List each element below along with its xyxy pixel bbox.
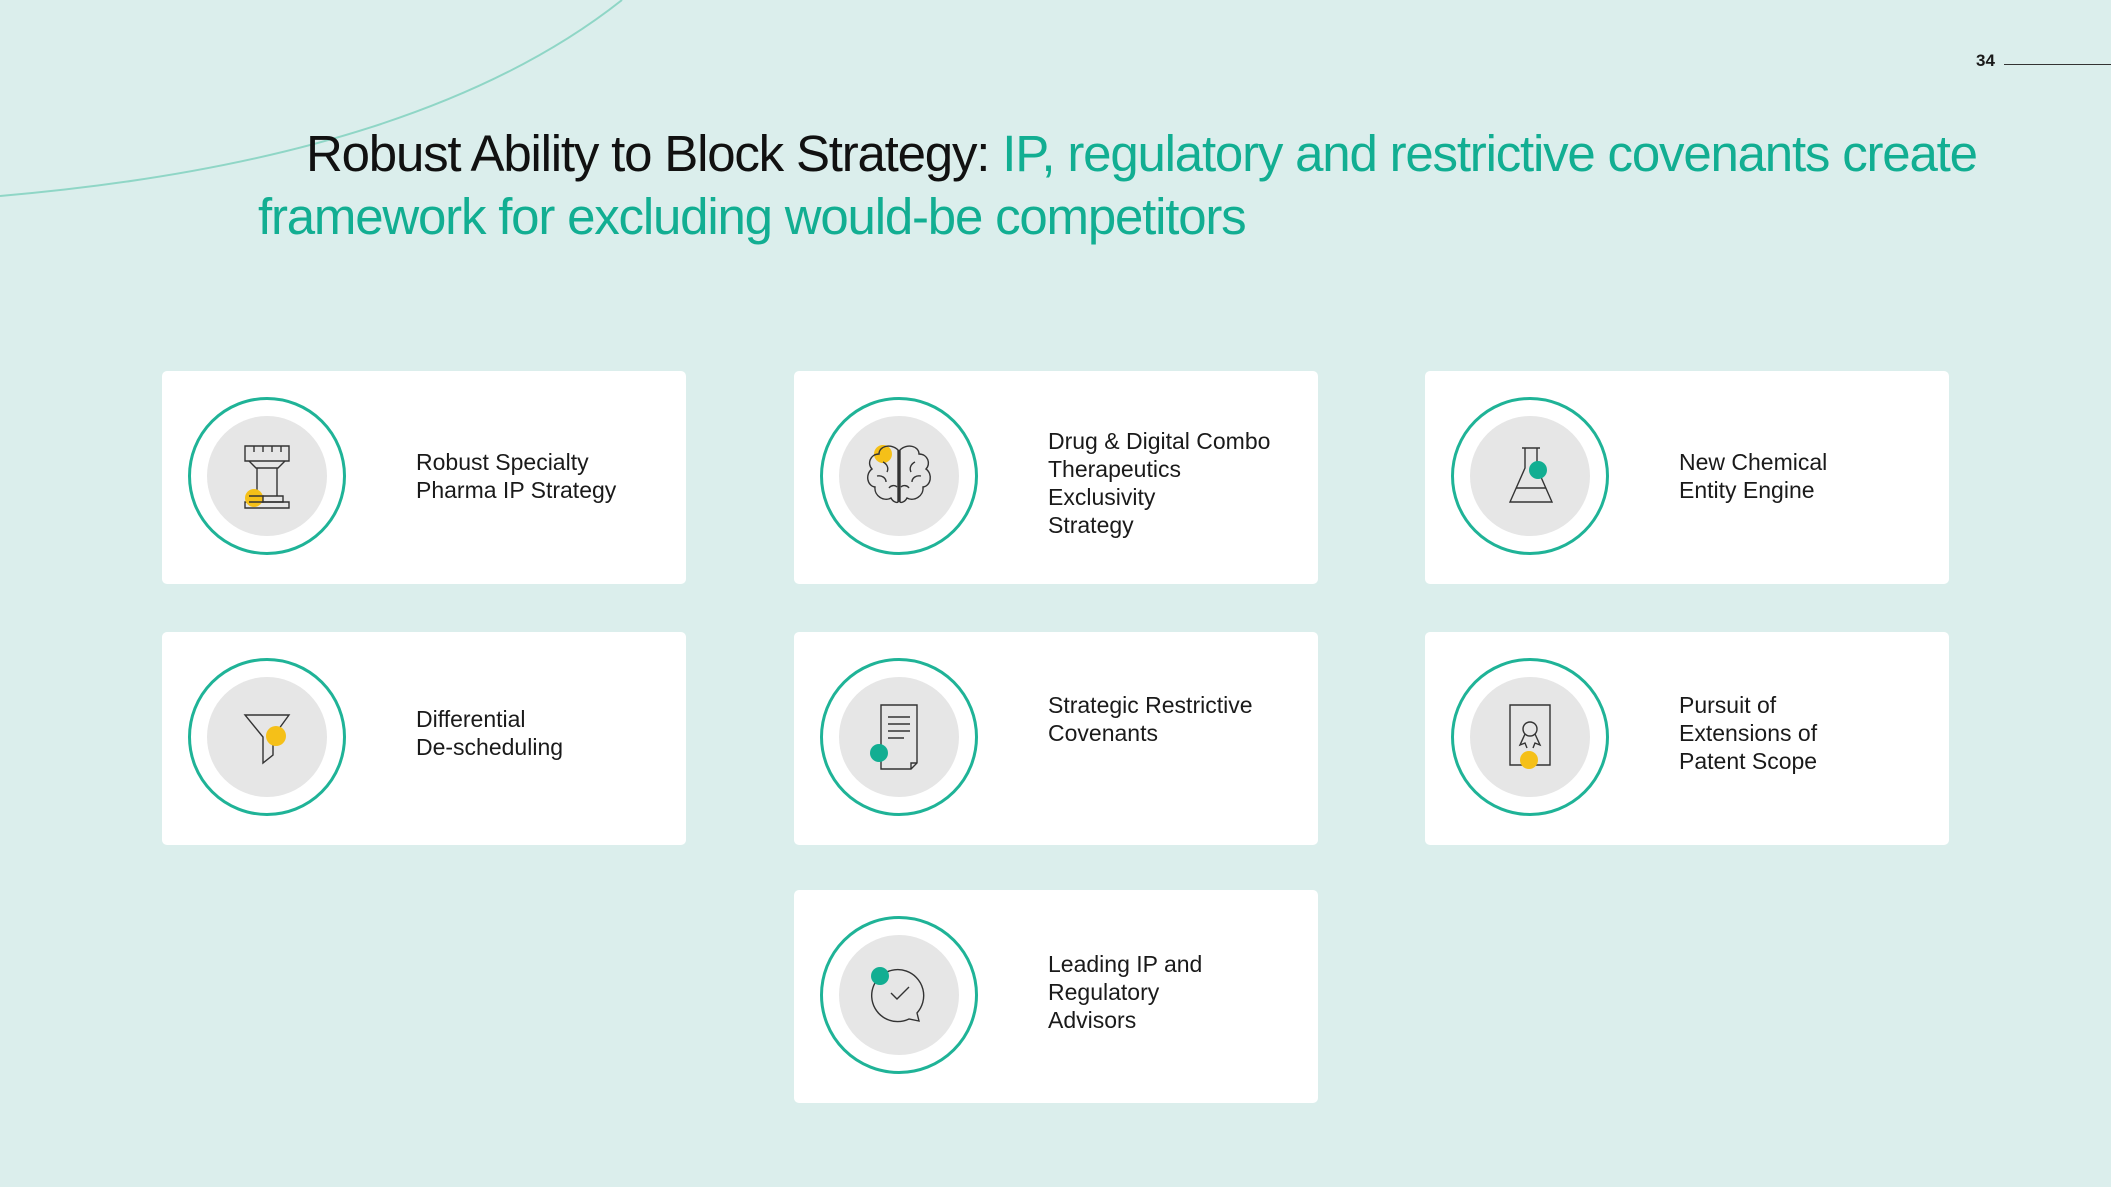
card-drug-digital-combo: Drug & Digital Combo Therapeutics Exclus… [794,371,1318,584]
page-title: Robust Ability to Block Strategy: IP, re… [258,122,2018,248]
icon-ring [820,658,978,816]
page-number: 34 [1976,51,1995,70]
card-label: Strategic Restrictive Covenants [1048,692,1253,746]
card-patent-scope-extensions: Pursuit of Extensions of Patent Scope [1425,632,1949,845]
card-differential-descheduling: Differential De-scheduling [162,632,686,845]
card-leading-ip-advisors: Leading IP and Regulatory Advisors [794,890,1318,1103]
icon-disc [207,416,327,536]
icon-disc [839,935,959,1055]
certificate-icon [1509,704,1551,769]
page-number-rule [2004,64,2111,65]
icon-ring [188,658,346,816]
rook-icon [244,445,290,509]
funnel-icon [243,714,291,765]
card-strategic-restrictive-covenants: Strategic Restrictive Covenants [794,632,1318,845]
flask-icon [1508,447,1554,503]
chat-check-icon [871,967,925,1023]
icon-ring [188,397,346,555]
icon-disc [839,677,959,797]
card-label: Robust Specialty Pharma IP Strategy [416,449,617,503]
card-label: Leading IP and Regulatory Advisors [1048,951,1203,1033]
icon-disc [1470,416,1590,536]
icon-ring [1451,658,1609,816]
title-lead: Robust Ability to Block Strategy: [306,125,1003,182]
icon-ring [820,397,978,555]
card-label: New Chemical Entity Engine [1679,449,1828,503]
card-label: Pursuit of Extensions of Patent Scope [1679,692,1818,774]
brain-icon [867,445,931,504]
card-label: Drug & Digital Combo Therapeutics Exclus… [1048,428,1271,538]
icon-disc [1470,677,1590,797]
card-label: Differential De-scheduling [416,706,564,760]
card-new-chemical-entity: New Chemical Entity Engine [1425,371,1949,584]
title-highlight: IP, regulatory and restrictive covenants… [258,125,1978,245]
icon-ring [1451,397,1609,555]
document-icon [870,704,918,770]
card-robust-specialty-ip: Robust Specialty Pharma IP Strategy [162,371,686,584]
decorative-arc [0,0,623,197]
icon-ring [820,916,978,1074]
